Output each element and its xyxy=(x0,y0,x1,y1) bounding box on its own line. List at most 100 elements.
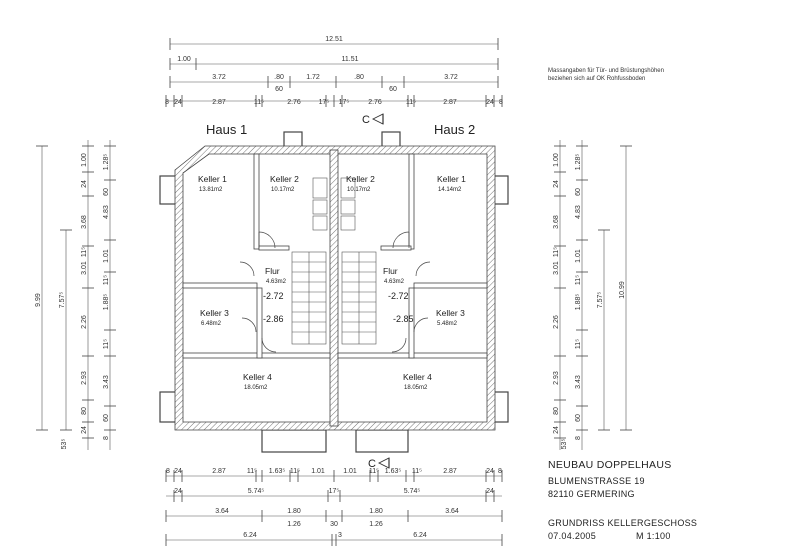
dim-bottom-row3-3: 1.80 xyxy=(369,508,383,515)
dim-left-4: 60 xyxy=(103,188,110,196)
dim-bottom-row2-1: 24 xyxy=(174,488,182,495)
dim-top-row4-7: 2.76 xyxy=(368,99,382,106)
section-letter-top: C xyxy=(362,114,370,126)
dim-right-11: 2.26 xyxy=(553,315,560,329)
dim-top-row4-4: 2.76 xyxy=(287,99,301,106)
dim-right-5: 3.68 xyxy=(553,215,560,229)
dim-top-row4-10: 24 xyxy=(486,99,494,106)
dim-bottom-row1-end-right: 8 xyxy=(498,468,502,475)
dim-right-12: 1.88⁵ xyxy=(575,294,582,311)
dim-bottom-row1-12: 24 xyxy=(486,468,494,475)
dim-top-row4-9: 2.87 xyxy=(443,99,457,106)
dim-top-row3-3: 1.72 xyxy=(306,74,320,81)
dim-top-row3-sub-1: 60 xyxy=(275,86,283,93)
dim-bottom-row1-11: 2.87 xyxy=(443,468,457,475)
dim-left-7: 11⁵ xyxy=(81,247,88,257)
dim-bottom-row1-10: 11⁵ xyxy=(412,468,422,475)
title-project: NEUBAU DOPPELHAUS xyxy=(548,459,672,471)
room-name-h1-flur: Flur xyxy=(265,266,280,276)
title-plan: GRUNDRISS KELLERGESCHOSS xyxy=(548,518,697,528)
dim-left-12: 1.88⁵ xyxy=(103,294,110,311)
room-name-h2-flur: Flur xyxy=(383,266,398,276)
dim-right-19: 8 xyxy=(575,436,582,440)
dim-top-row3-4: .80 xyxy=(354,74,364,81)
bottom-dimensions: 8 24 2.87 11⁵ 1.63⁵ 11⁵ 1.01 1.01 11⁵ 1.… xyxy=(165,468,503,546)
dim-bottom-row1-6: 1.01 xyxy=(311,468,325,475)
dim-bottom-row1-2: 2.87 xyxy=(212,468,226,475)
dim-right-1: 1.00 xyxy=(553,153,560,167)
room-name-h1-keller4: Keller 4 xyxy=(243,372,272,382)
dim-left-total: 9.99 xyxy=(35,293,42,307)
dim-top-row4-8: 11⁵ xyxy=(406,99,416,106)
dim-bottom-row1-9: 1.63⁵ xyxy=(385,468,402,475)
room-name-h1-keller3: Keller 3 xyxy=(200,308,229,318)
dim-top-row3-5: 3.72 xyxy=(444,74,458,81)
room-area-h2-keller4: 18.05m2 xyxy=(404,385,428,391)
dim-bottom-row1-8: 11⁵ xyxy=(369,468,379,475)
room-area-h1-keller4: 18.05m2 xyxy=(244,385,268,391)
dim-bottom-row2-4: 5.74⁵ xyxy=(404,488,421,495)
dim-left-15: 2.93 xyxy=(81,371,88,385)
title-scale: M 1:100 xyxy=(636,531,671,541)
dim-bottom-row1-5: 11⁵ xyxy=(290,468,300,475)
dim-bottom-row2-2: 5.74⁵ xyxy=(248,488,265,495)
dim-left-17: 60 xyxy=(103,414,110,422)
level-h1-upper: -2.72 xyxy=(263,291,284,301)
dim-bottom-row1-1: 24 xyxy=(174,468,182,475)
title-street: BLUMENSTRASSE 19 xyxy=(548,476,645,486)
dim-right-18: 24 xyxy=(553,426,560,434)
level-h2-lower: -2.85 xyxy=(393,314,414,324)
dim-left-10: 11⁵ xyxy=(103,275,110,285)
dim-left-part: 7.57⁵ xyxy=(59,292,66,309)
right-dimensions: 10.99 7.57⁵ 1.00 1.28⁵ 24 60 3.68 4.83 1… xyxy=(553,140,632,450)
note-line-2: beziehen sich auf OK Rohfussboden xyxy=(548,76,645,82)
dim-bottom-total-left: 6.24 xyxy=(243,532,257,539)
left-dimensions: 9.99 7.57⁵ 1.00 1.28⁵ 24 60 3.68 4.83 11… xyxy=(35,140,116,450)
room-name-h2-keller1: Keller 1 xyxy=(437,174,466,184)
room-area-h2-flur: 4.63m2 xyxy=(384,279,405,285)
dim-top-row4-end-left: 8 xyxy=(165,99,169,106)
dim-bottom-row3-sub-3: 1.26 xyxy=(369,521,383,528)
dim-right-9: 3.01 xyxy=(553,261,560,275)
dim-right-2: 1.28⁵ xyxy=(575,154,582,171)
dim-top-row4-1: 24 xyxy=(174,99,182,106)
house-2-label: Haus 2 xyxy=(434,122,475,137)
room-name-h2-keller2: Keller 2 xyxy=(346,174,375,184)
room-name-h1-keller1: Keller 1 xyxy=(198,174,227,184)
dim-bottom-total-right: 6.24 xyxy=(413,532,427,539)
dim-left-8: 1.01 xyxy=(103,249,110,263)
section-mark-bottom: C xyxy=(368,457,390,470)
dim-bottom-row2-3: 17⁵ xyxy=(329,488,340,495)
room-area-h2-keller3: 5.48m2 xyxy=(437,321,458,327)
house-1-label: Haus 1 xyxy=(206,122,247,137)
dim-top-row4-end-right: 8 xyxy=(499,99,503,106)
room-name-h2-keller4: Keller 4 xyxy=(403,372,432,382)
dim-main-width: 11.51 xyxy=(342,56,359,63)
dim-bottom-row2-5: 24 xyxy=(486,488,494,495)
room-area-h1-keller1: 13.81m2 xyxy=(199,187,223,193)
doors xyxy=(239,231,431,353)
title-date: 07.04.2005 xyxy=(548,531,596,541)
dim-right-4: 60 xyxy=(575,188,582,196)
room-area-h1-keller3: 6.48m2 xyxy=(201,321,222,327)
dim-bottom-row3-1: 3.64 xyxy=(215,508,229,515)
room-name-h1-keller2: Keller 2 xyxy=(270,174,299,184)
dim-left-1: 1.00 xyxy=(81,153,88,167)
dim-right-20: 53⁵ xyxy=(561,439,568,450)
level-h1-lower: -2.86 xyxy=(263,314,284,324)
dim-top-row3-2: .80 xyxy=(274,74,284,81)
room-area-h2-keller1: 14.14m2 xyxy=(438,187,462,193)
stairs xyxy=(291,177,377,345)
dim-left-16: 80 xyxy=(81,407,88,415)
section-letter-bottom: C xyxy=(368,458,376,470)
dim-left-13: 11⁵ xyxy=(103,339,110,349)
title-block: NEUBAU DOPPELHAUS BLUMENSTRASSE 19 82110… xyxy=(548,459,697,541)
dim-left-11: 2.26 xyxy=(81,315,88,329)
inner-walls xyxy=(182,153,488,359)
dim-right-part: 7.57⁵ xyxy=(597,292,604,309)
dim-right-14: 3.43 xyxy=(575,375,582,389)
dim-bottom-row1-7: 1.01 xyxy=(343,468,357,475)
dim-right-17: 60 xyxy=(575,414,582,422)
dim-left-14: 3.43 xyxy=(103,375,110,389)
dim-top-row4-3: 11⁵ xyxy=(254,99,264,106)
